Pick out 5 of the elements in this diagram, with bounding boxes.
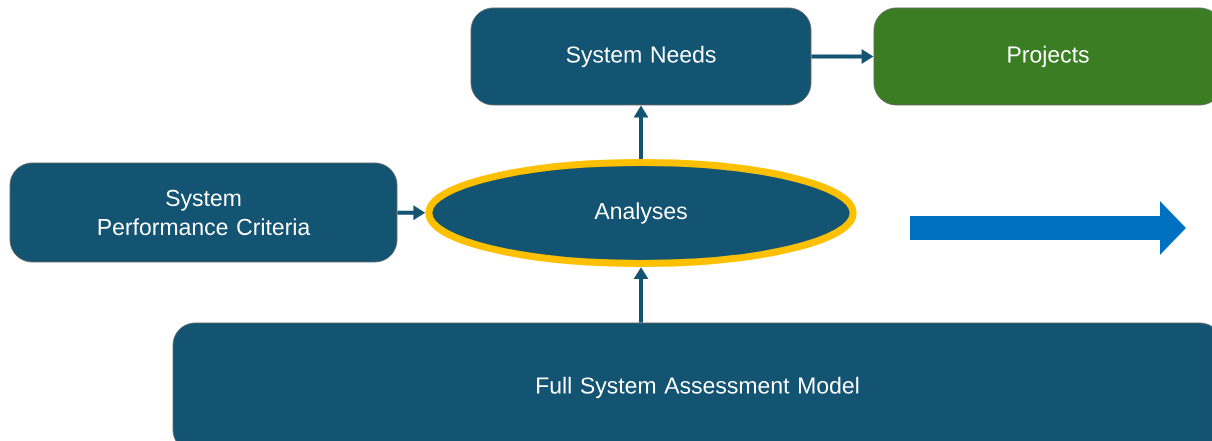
process-box: Projects [873, 7, 1212, 106]
process-box: System Needs [470, 7, 812, 106]
process-box: System Performance Criteria [9, 162, 398, 263]
process-box: Full System Assessment Model [172, 322, 1212, 441]
ellipse-node: Analyses [425, 159, 857, 267]
